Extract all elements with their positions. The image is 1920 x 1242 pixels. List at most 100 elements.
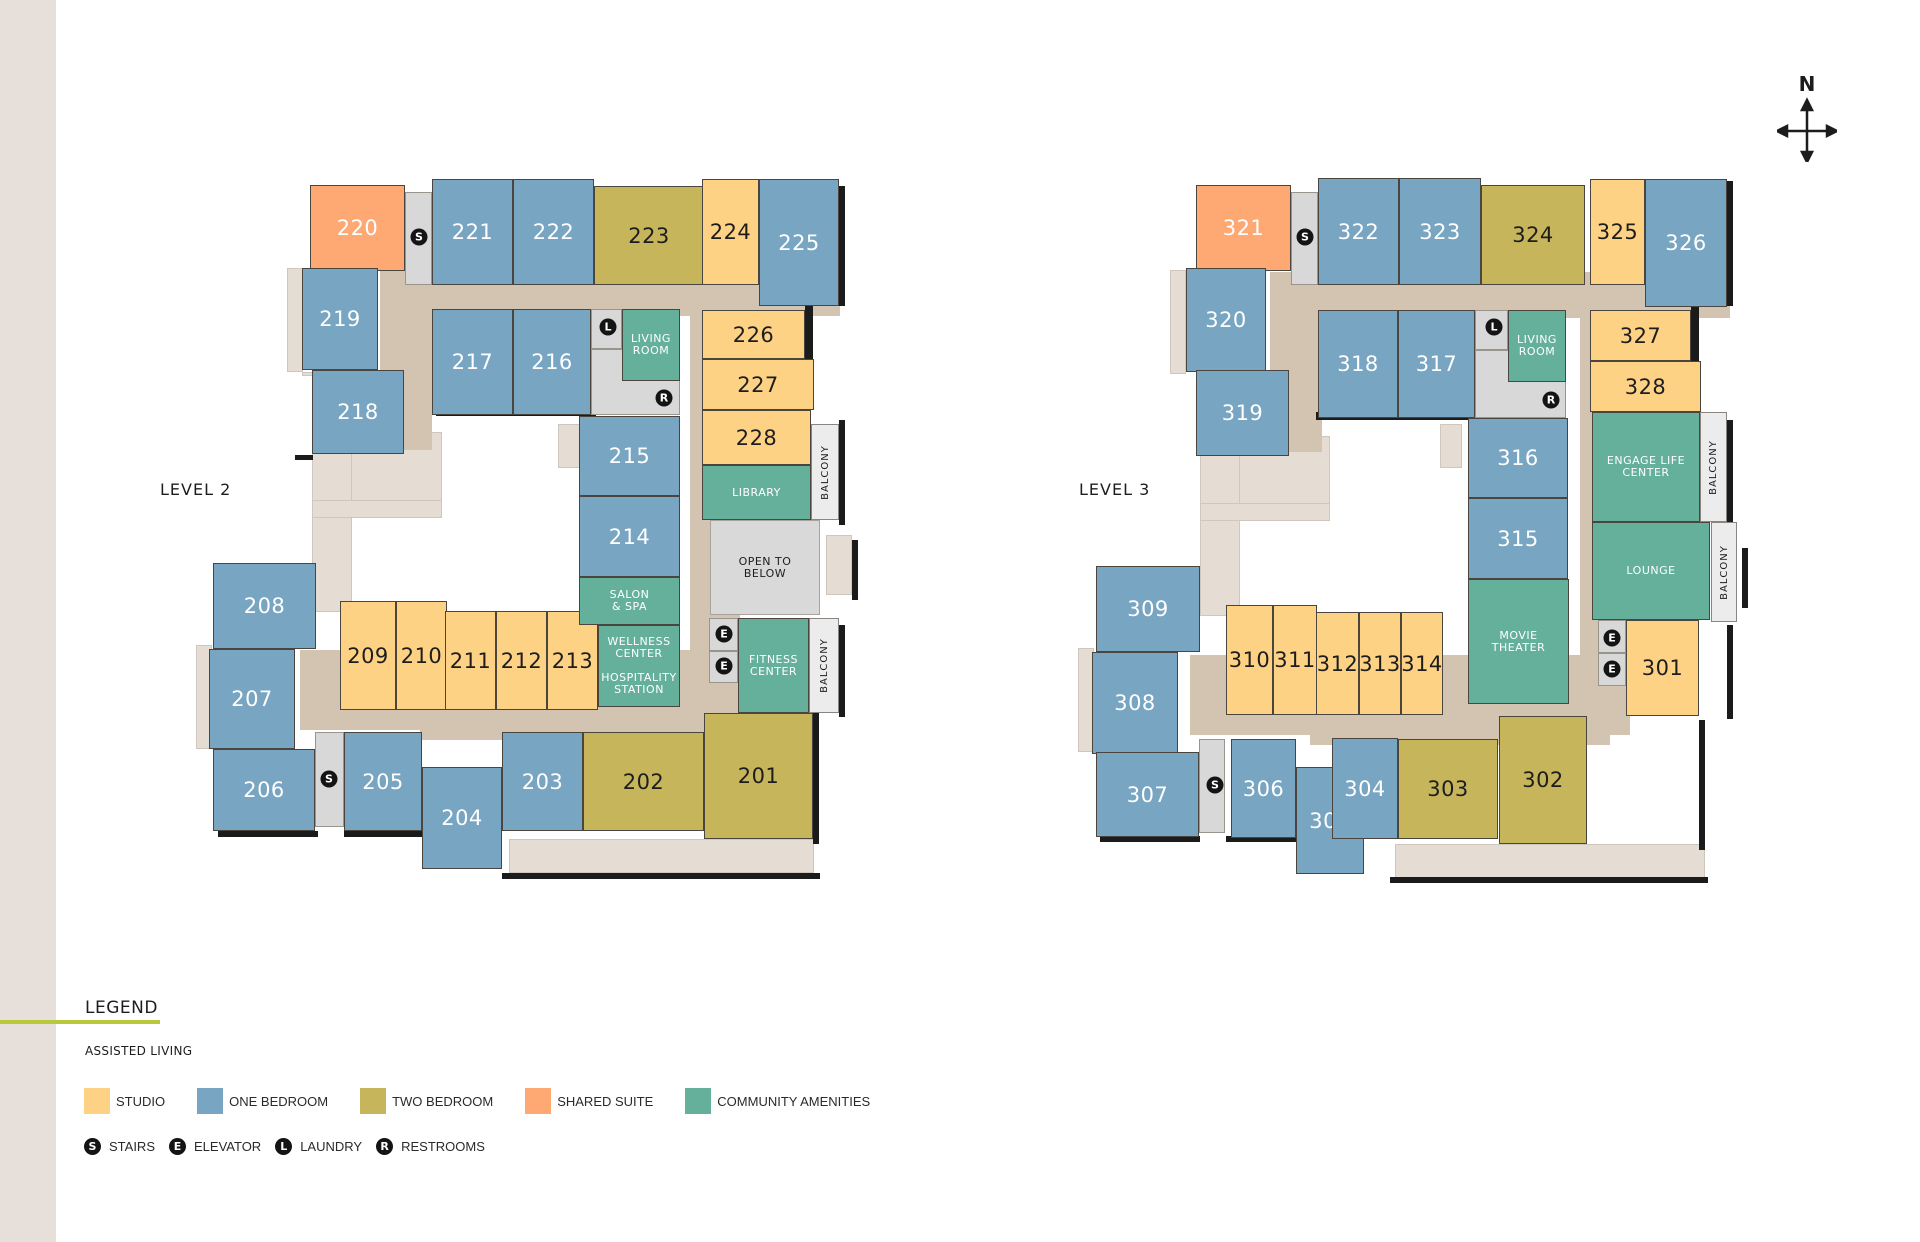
amenity-library[interactable]: LIBRARY <box>702 465 811 520</box>
unit-215-one-bedroom[interactable]: 215 <box>579 416 680 496</box>
compass-arrows-icon <box>1777 97 1837 162</box>
exterior-wall <box>1226 836 1306 842</box>
unit-217-one-bedroom[interactable]: 217 <box>432 309 513 415</box>
unit-308-one-bedroom[interactable]: 308 <box>1092 652 1178 754</box>
unit-220-shared-suite[interactable]: 220 <box>310 185 405 271</box>
amenity-movie-theater[interactable]: MOVIE THEATER <box>1468 579 1569 704</box>
balcony: BALCONY <box>809 618 839 713</box>
unit-208-one-bedroom[interactable]: 208 <box>213 563 316 649</box>
stairs-icon: S <box>320 770 338 788</box>
unit-number: 226 <box>732 322 775 347</box>
unit-307-one-bedroom[interactable]: 307 <box>1096 752 1199 837</box>
unit-224-studio[interactable]: 224 <box>702 179 759 285</box>
balcony: BALCONY <box>811 424 839 520</box>
unit-302-two-bedroom[interactable]: 302 <box>1499 716 1587 844</box>
unit-number: 201 <box>737 764 780 788</box>
unit-312-studio[interactable]: 312 <box>1316 612 1359 715</box>
unit-303-two-bedroom[interactable]: 303 <box>1398 739 1498 839</box>
legend-symbol-stairs: S STAIRS <box>84 1138 155 1155</box>
unit-301-studio[interactable]: 301 <box>1626 620 1699 716</box>
legend-symbols: S STAIRS E ELEVATOR L LAUNDRY R RESTROOM… <box>84 1138 499 1155</box>
unit-number: 217 <box>451 350 494 374</box>
unit-203-one-bedroom[interactable]: 203 <box>502 732 583 831</box>
unit-313-studio[interactable]: 313 <box>1359 612 1401 715</box>
unit-219-one-bedroom[interactable]: 219 <box>302 268 378 370</box>
amenity-living-room[interactable]: LIVING ROOM <box>1508 310 1566 382</box>
unit-212-studio[interactable]: 212 <box>496 611 547 710</box>
unit-323-one-bedroom[interactable]: 323 <box>1399 178 1481 285</box>
unit-214-one-bedroom[interactable]: 214 <box>579 496 680 577</box>
unit-325-studio[interactable]: 325 <box>1590 179 1645 285</box>
unit-213-studio[interactable]: 213 <box>547 611 598 710</box>
unit-number: 304 <box>1344 776 1386 801</box>
unit-225-one-bedroom[interactable]: 225 <box>759 179 839 306</box>
terrace <box>1170 270 1186 374</box>
unit-211-studio[interactable]: 211 <box>445 611 496 710</box>
unit-327-studio[interactable]: 327 <box>1590 310 1691 361</box>
amenity-fitness-center[interactable]: FITNESS CENTER <box>738 618 809 713</box>
unit-310-studio[interactable]: 310 <box>1226 605 1273 715</box>
unit-206-one-bedroom[interactable]: 206 <box>213 749 315 831</box>
unit-326-one-bedroom[interactable]: 326 <box>1645 179 1727 307</box>
unit-315-one-bedroom[interactable]: 315 <box>1468 498 1568 579</box>
balcony-label: BALCONY <box>1718 544 1730 600</box>
unit-number: 225 <box>778 230 820 255</box>
unit-201-two-bedroom[interactable]: 201 <box>704 713 813 839</box>
unit-218-one-bedroom[interactable]: 218 <box>312 370 404 454</box>
exterior-wall <box>1742 548 1748 608</box>
unit-324-two-bedroom[interactable]: 324 <box>1481 185 1585 285</box>
unit-316-one-bedroom[interactable]: 316 <box>1468 418 1568 498</box>
elevator-icon: E <box>715 657 733 675</box>
unit-221-one-bedroom[interactable]: 221 <box>432 179 513 285</box>
amenity-salon-spa[interactable]: SALON & SPA <box>579 577 680 625</box>
unit-209-studio[interactable]: 209 <box>340 601 396 710</box>
unit-321-shared-suite[interactable]: 321 <box>1196 185 1291 271</box>
elevator-icon: E <box>169 1138 186 1155</box>
unit-322-one-bedroom[interactable]: 322 <box>1318 178 1399 285</box>
unit-314-studio[interactable]: 314 <box>1401 612 1443 715</box>
open-to-below-area: OPEN TO BELOW <box>710 520 820 615</box>
unit-223-two-bedroom[interactable]: 223 <box>594 186 704 285</box>
unit-210-studio[interactable]: 210 <box>396 601 447 710</box>
unit-304-one-bedroom[interactable]: 304 <box>1332 738 1398 839</box>
unit-226-studio[interactable]: 226 <box>702 310 805 359</box>
unit-309-one-bedroom[interactable]: 309 <box>1096 566 1200 652</box>
unit-318-one-bedroom[interactable]: 318 <box>1318 310 1398 418</box>
unit-number: 323 <box>1419 219 1461 244</box>
unit-319-one-bedroom[interactable]: 319 <box>1196 370 1289 456</box>
unit-number: 222 <box>532 220 575 244</box>
amenity-wellness-center-hospitality-station[interactable]: WELLNESS CENTER HOSPITALITY STATION <box>598 625 680 707</box>
unit-number: 218 <box>337 400 379 424</box>
amenity-living-room[interactable]: LIVING ROOM <box>622 309 680 381</box>
exterior-wall <box>1390 877 1708 883</box>
exterior-wall <box>344 831 424 837</box>
legend-symbol-elevator: E ELEVATOR <box>169 1138 261 1155</box>
unit-number: 313 <box>1359 651 1401 676</box>
laundry-icon: L <box>599 318 617 336</box>
unit-204-one-bedroom[interactable]: 204 <box>422 767 502 869</box>
unit-227-studio[interactable]: 227 <box>702 359 814 410</box>
unit-number: 303 <box>1427 777 1469 801</box>
exterior-wall <box>1699 720 1705 850</box>
unit-number: 212 <box>500 648 543 673</box>
amenity-lounge[interactable]: LOUNGE <box>1592 522 1710 620</box>
amenity-engage-life-center[interactable]: ENGAGE LIFE CENTER <box>1592 412 1700 522</box>
unit-205-one-bedroom[interactable]: 205 <box>344 732 422 831</box>
unit-number: 307 <box>1126 782 1169 807</box>
legend-item-two-bedroom: TWO BEDROOM <box>360 1088 493 1114</box>
unit-216-one-bedroom[interactable]: 216 <box>513 309 591 415</box>
exterior-wall <box>805 300 813 360</box>
terrace <box>1440 424 1462 468</box>
unit-228-studio[interactable]: 228 <box>702 410 811 465</box>
unit-328-studio[interactable]: 328 <box>1590 361 1701 412</box>
unit-207-one-bedroom[interactable]: 207 <box>209 649 295 749</box>
unit-306-one-bedroom[interactable]: 306 <box>1231 739 1296 838</box>
unit-320-one-bedroom[interactable]: 320 <box>1186 268 1266 372</box>
two-bedroom-swatch <box>360 1088 387 1114</box>
unit-222-one-bedroom[interactable]: 222 <box>513 179 594 285</box>
unit-202-two-bedroom[interactable]: 202 <box>583 732 704 831</box>
exterior-wall <box>839 420 845 525</box>
unit-311-studio[interactable]: 311 <box>1273 605 1317 715</box>
unit-number: 215 <box>608 444 651 468</box>
unit-317-one-bedroom[interactable]: 317 <box>1398 310 1475 418</box>
